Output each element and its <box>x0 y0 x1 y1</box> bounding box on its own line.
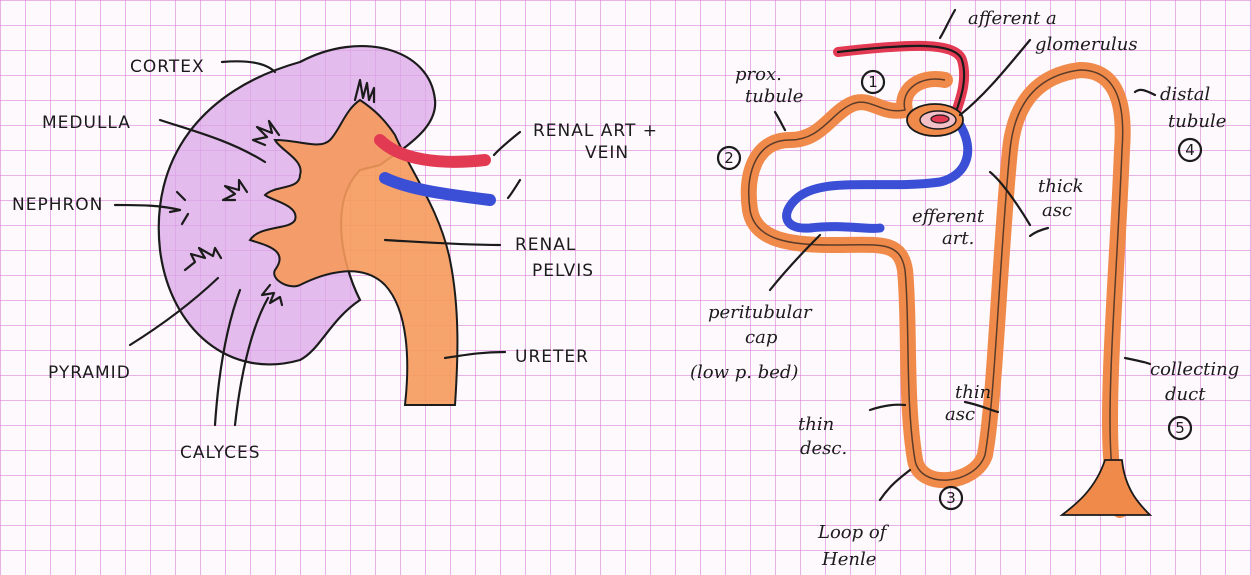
label-cortex: CORTEX <box>130 57 205 77</box>
label-loop-2: Henle <box>821 549 876 570</box>
label-peritubular-2: cap <box>745 327 778 348</box>
label-thick-1: thick <box>1038 176 1084 197</box>
nephron-diagram: 1 2 3 4 5 afferent a glomerulus pr <box>690 8 1239 570</box>
number-2: 2 <box>724 149 734 167</box>
label-prox-2: tubule <box>745 86 803 107</box>
label-thin-asc-1: thin <box>955 382 991 403</box>
label-afferent: afferent a <box>968 8 1057 29</box>
number-3: 3 <box>946 489 956 507</box>
label-collecting-1: collecting <box>1150 359 1239 380</box>
label-efferent-1: efferent <box>912 206 985 227</box>
label-medulla: MEDULLA <box>42 113 131 133</box>
kidney-diagram: CORTEX MEDULLA NEPHRON PYRAMID CALYCES R… <box>12 46 658 463</box>
label-collecting-2: duct <box>1165 384 1206 405</box>
label-thick-2: asc <box>1042 200 1072 221</box>
label-pyramid: PYRAMID <box>48 363 131 383</box>
label-thin-desc-2: desc. <box>800 438 847 459</box>
label-renal-pelvis-1: RENAL <box>515 235 576 255</box>
label-renal-pelvis-2: PELVIS <box>532 261 594 281</box>
collecting-duct-flare <box>1062 460 1150 515</box>
glomerulus-knot <box>907 104 963 136</box>
label-peritubular-1: peritubular <box>708 302 813 323</box>
label-calyces: CALYCES <box>180 443 261 463</box>
label-ureter: URETER <box>515 347 589 367</box>
label-loop-1: Loop of <box>817 522 890 543</box>
label-efferent-2: art. <box>942 228 974 249</box>
label-distal-1: distal <box>1160 84 1210 105</box>
label-peritubular-3: (low p. bed) <box>690 362 798 383</box>
label-distal-2: tubule <box>1168 111 1226 132</box>
label-prox-1: prox. <box>735 64 782 85</box>
label-thin-desc-1: thin <box>798 414 834 435</box>
label-glomerulus: glomerulus <box>1035 34 1138 55</box>
label-renal-art-2: VEIN <box>585 143 629 163</box>
number-4: 4 <box>1185 141 1195 159</box>
number-1: 1 <box>868 73 878 91</box>
number-5: 5 <box>1175 419 1185 437</box>
label-thin-asc-2: asc <box>945 404 975 425</box>
label-renal-art-1: RENAL ART + <box>533 121 658 141</box>
label-nephron: NEPHRON <box>12 195 103 215</box>
